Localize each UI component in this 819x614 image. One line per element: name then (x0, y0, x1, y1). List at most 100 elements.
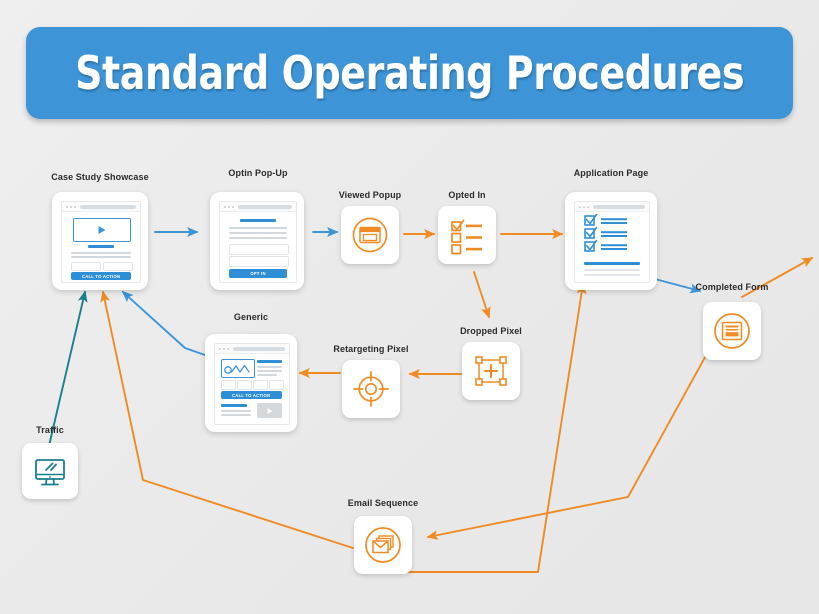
window-dot-icon (223, 347, 225, 350)
window-dot-icon (224, 205, 226, 208)
tile-completed-form[interactable] (703, 302, 761, 360)
browser-mock-case-study: CALL TO ACTION (61, 201, 141, 283)
feature-box (237, 380, 252, 390)
text-line (584, 274, 640, 276)
window-dot-icon (587, 205, 589, 208)
browser-titlebar (62, 202, 140, 212)
text-line (221, 410, 251, 412)
optin-button[interactable]: OPT IN (229, 269, 287, 278)
video-player-placeholder[interactable] (73, 218, 131, 242)
cta-button[interactable]: CALL TO ACTION (71, 272, 131, 280)
popup-window-icon (341, 206, 399, 264)
card-application-page[interactable] (565, 192, 657, 290)
checklist-icon (438, 206, 496, 264)
window-dot-icon (232, 205, 234, 208)
node-label-completed-form: Completed Form (695, 282, 769, 292)
heading-bar (584, 262, 640, 265)
node-label-opted-in: Opted In (448, 190, 486, 200)
browser-mock-optin: OPT IN (219, 201, 297, 283)
node-label-traffic: Traffic (36, 425, 64, 435)
window-dot-icon (70, 205, 72, 208)
text-line (229, 232, 287, 234)
wire-opted-to-dropped (473, 271, 491, 319)
window-dot-icon (66, 205, 68, 208)
node-label-email-sequence: Email Sequence (347, 498, 419, 508)
wire-completed-to-offscreen (741, 257, 814, 298)
window-dot-icon (219, 347, 221, 350)
browser-titlebar (220, 202, 296, 212)
wire-application-to-completed (654, 278, 702, 294)
form-input[interactable] (71, 262, 101, 271)
window-dot-icon (579, 205, 581, 208)
wire-email-to-application (391, 282, 587, 573)
feature-box (269, 380, 284, 390)
browser-mock-generic: CALL TO ACTION (214, 343, 290, 425)
card-generic[interactable]: CALL TO ACTION (205, 334, 297, 432)
tile-dropped-pixel[interactable] (462, 342, 520, 400)
wire-generic-to-case (121, 290, 206, 356)
desktop-monitor-icon (22, 443, 78, 499)
tile-viewed-popup[interactable] (341, 206, 399, 264)
window-dot-icon (583, 205, 585, 208)
wire-email-to-case (100, 290, 354, 549)
text-line (221, 414, 251, 416)
node-label-retargeting-pixel: Retargeting Pixel (333, 344, 409, 354)
node-label-viewed-popup: Viewed Popup (338, 190, 402, 200)
address-bar (80, 204, 136, 209)
address-bar (233, 346, 285, 351)
form-input[interactable] (229, 256, 289, 267)
window-dot-icon (227, 347, 229, 350)
heading-bar (257, 360, 282, 363)
feature-box (221, 380, 236, 390)
feature-box (253, 380, 268, 390)
chart-thumbnail (221, 359, 255, 378)
node-label-generic: Generic (233, 312, 269, 322)
play-icon (98, 226, 106, 234)
wire-completed-to-email (426, 349, 710, 540)
text-line (229, 227, 287, 229)
text-line (71, 252, 131, 254)
window-dot-icon (74, 205, 76, 208)
page-title: Standard Operating Procedures (75, 46, 744, 100)
tile-email-sequence[interactable] (354, 516, 412, 574)
heading-bar (240, 219, 276, 223)
form-document-icon (703, 302, 761, 360)
optin-button-label: OPT IN (250, 271, 266, 276)
crosshair-target-icon (342, 360, 400, 418)
tile-retargeting-pixel[interactable] (342, 360, 400, 418)
tile-opted-in[interactable] (438, 206, 496, 264)
text-line (257, 366, 282, 368)
form-input[interactable] (229, 244, 289, 255)
page-title-banner: Standard Operating Procedures (26, 27, 793, 119)
tile-traffic[interactable] (22, 443, 78, 499)
cta-button-label: CALL TO ACTION (232, 392, 271, 398)
browser-mock-application (574, 201, 650, 283)
node-label-case-study-showcase: Case Study Showcase (51, 172, 149, 182)
heading-bar (88, 245, 114, 248)
node-label-optin-popup: Optin Pop-Up (228, 168, 288, 178)
heading-bar (221, 404, 247, 407)
cta-button-label: CALL TO ACTION (81, 273, 121, 279)
window-dot-icon (228, 205, 230, 208)
card-optin-popup[interactable]: OPT IN (210, 192, 304, 290)
browser-titlebar (575, 202, 649, 212)
text-line (584, 269, 640, 271)
address-bar (238, 204, 292, 209)
node-label-application-page: Application Page (573, 168, 649, 178)
address-bar (593, 204, 645, 209)
checklist-page-icon (575, 214, 649, 260)
wire-traffic-to-case (47, 290, 88, 451)
play-icon (267, 407, 272, 414)
browser-titlebar (215, 344, 289, 354)
envelopes-icon (354, 516, 412, 574)
cta-button[interactable]: CALL TO ACTION (221, 391, 282, 399)
text-line (257, 374, 277, 376)
node-label-dropped-pixel: Dropped Pixel (460, 326, 522, 336)
text-line (229, 237, 287, 239)
selection-plus-icon (462, 342, 520, 400)
video-placeholder[interactable] (257, 403, 282, 418)
card-case-study-showcase[interactable]: CALL TO ACTION (52, 192, 148, 290)
text-line (71, 256, 131, 258)
form-input[interactable] (103, 262, 133, 271)
